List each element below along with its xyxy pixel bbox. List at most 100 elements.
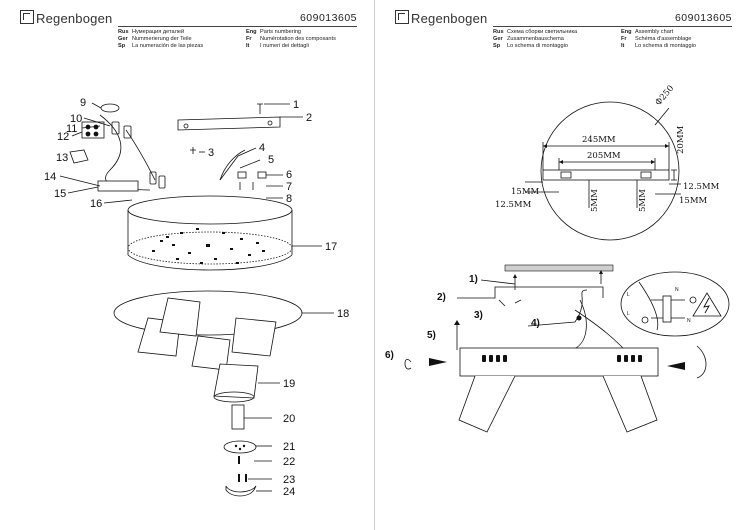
push-arrow-icon — [429, 358, 447, 366]
screw — [245, 474, 247, 482]
screw — [238, 474, 240, 482]
spot-shade — [602, 375, 658, 433]
mounting-bracket — [542, 169, 670, 181]
lampholder — [123, 125, 132, 139]
dimension-label: 20MM — [676, 125, 686, 154]
step-label: 2) — [437, 292, 446, 303]
lampholder — [149, 171, 157, 185]
bracket-slot — [640, 171, 652, 179]
part-number: 18 — [337, 308, 349, 320]
lampholder — [158, 175, 166, 189]
mount-hole — [236, 262, 239, 264]
mount-hole — [196, 228, 199, 230]
terminal-screw — [93, 131, 99, 137]
step-label: 3) — [474, 310, 483, 321]
mount-hole — [214, 258, 217, 260]
vent-slot — [617, 355, 621, 362]
vent-slot — [482, 355, 486, 362]
bracket-hole — [267, 120, 273, 126]
dimension-label: 5MM — [590, 189, 600, 212]
leader-line — [81, 125, 101, 129]
part-number: 19 — [283, 378, 295, 390]
screw — [190, 147, 196, 154]
part-number: 9 — [80, 97, 86, 109]
screw — [239, 182, 254, 190]
canopy-face — [127, 231, 293, 265]
part-number: 14 — [44, 171, 56, 183]
dimension-line — [655, 183, 681, 195]
mount-hole — [222, 232, 225, 234]
part-number: 13 — [56, 152, 68, 164]
vent-slot — [631, 355, 635, 362]
connector — [237, 171, 247, 179]
vent-slot — [624, 355, 628, 362]
lampholder — [111, 121, 120, 135]
leader-line — [71, 131, 83, 137]
part-number: 20 — [283, 413, 295, 425]
junction-box — [69, 149, 89, 164]
part-number: 21 — [283, 441, 295, 453]
wire — [125, 129, 156, 181]
ceiling — [504, 264, 614, 272]
step-label: 6) — [385, 350, 394, 361]
dimension-line — [542, 142, 670, 170]
brand-name: Regenbogen — [36, 11, 113, 26]
neutral-wire-label: N — [687, 318, 691, 324]
part-number: 24 — [283, 486, 295, 498]
wire-cap — [100, 103, 120, 113]
part-number: 5 — [268, 154, 274, 166]
page-divider — [374, 0, 375, 530]
step-label: 1) — [469, 274, 478, 285]
dimension-line — [588, 180, 638, 208]
screw — [257, 103, 263, 114]
wire — [219, 149, 246, 181]
vent-slot — [489, 355, 493, 362]
terminal-screw — [85, 131, 91, 137]
part-number: 10 — [70, 113, 82, 125]
mount-hole — [176, 258, 179, 260]
canopy-bottom — [127, 254, 293, 271]
neutral-wire-label: N — [675, 287, 679, 293]
cover-ring — [225, 485, 257, 497]
step-label: 4) — [531, 318, 540, 329]
live-wire-label: L — [627, 311, 630, 317]
bracket-slot — [560, 171, 572, 179]
canopy-top — [127, 195, 293, 225]
brand-name: Regenbogen — [411, 11, 488, 26]
lamp-canopy — [459, 347, 659, 377]
mount-hole — [240, 238, 243, 240]
earth-terminal — [641, 316, 649, 324]
part-number: 12 — [57, 131, 69, 143]
part-number: 3 — [208, 147, 214, 159]
mounting-bracket — [457, 286, 604, 299]
dimension-line — [558, 158, 656, 170]
leader-line — [654, 107, 670, 126]
dimension-label: 12.5MM — [495, 200, 532, 210]
mounting-bracket — [177, 116, 281, 131]
spot-shade — [458, 375, 516, 433]
rotation-arrow — [696, 345, 707, 379]
drill-marker — [514, 274, 602, 290]
wire-connector — [576, 315, 582, 321]
mount-hole — [234, 444, 238, 448]
wire — [570, 299, 587, 351]
dimension-label: 15MM — [511, 187, 540, 197]
mount-hole — [188, 252, 191, 254]
header-rule — [118, 26, 357, 27]
mount-hole — [180, 232, 183, 234]
terminal-block — [662, 295, 672, 323]
part-number: 23 — [283, 474, 295, 486]
